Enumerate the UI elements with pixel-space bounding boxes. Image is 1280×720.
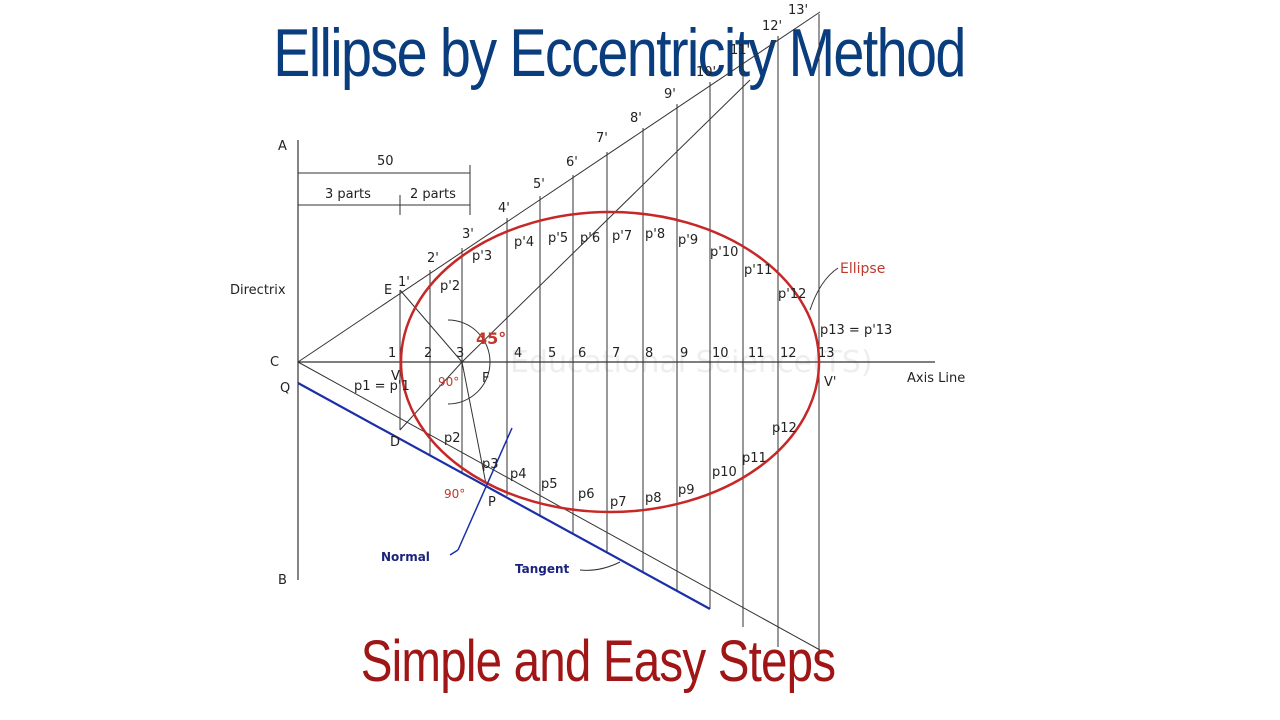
label-directrix: Directrix [230, 283, 286, 298]
upper-point-8: p'8 [645, 227, 665, 242]
axis-number-5: 5 [548, 346, 556, 361]
label-ellipse: Ellipse [840, 261, 885, 277]
line-E-F [399, 289, 463, 363]
primed-number-7: 7' [596, 131, 608, 146]
axis-number-10: 10 [712, 346, 729, 361]
ellipse-curve [399, 210, 821, 514]
lower-point-8: p8 [645, 491, 662, 506]
label-V: V [391, 369, 400, 384]
angle-45: 45° [476, 329, 506, 348]
primed-number-12: 12' [762, 19, 782, 34]
angle-90-focus: 90° [438, 375, 459, 389]
axis-number-7: 7 [612, 346, 620, 361]
tangent-pointer [579, 561, 621, 571]
axis-number-13: 13 [818, 346, 835, 361]
label-axis-line: Axis Line [907, 371, 965, 386]
lower-point-2: p2 [444, 431, 461, 446]
lower-point-3: p3 [482, 457, 499, 472]
label-p13-equal: p13 = p'13 [820, 323, 892, 338]
eccentricity-line [297, 11, 821, 363]
label-C: C [270, 355, 279, 370]
label-E: E [384, 283, 392, 298]
upper-point-3: p'3 [472, 249, 492, 264]
label-F: F [482, 371, 489, 386]
primed-number-5: 5' [533, 177, 545, 192]
primed-number-9: 9' [664, 87, 676, 102]
division-lines [429, 14, 820, 660]
label-V-prime: V' [824, 375, 836, 390]
upper-point-5: p'5 [548, 231, 568, 246]
lower-point-4: p4 [510, 467, 527, 482]
axis-number-12: 12 [780, 346, 797, 361]
arc-V [447, 319, 491, 405]
normal-line [457, 427, 513, 551]
lower-point-9: p9 [678, 483, 695, 498]
primed-number-3: 3' [462, 227, 474, 242]
label-tangent: Tangent [515, 562, 570, 576]
primed-number-2: 2' [427, 251, 439, 266]
upper-point-7: p'7 [612, 229, 632, 244]
primed-number-11: 11' [730, 43, 750, 58]
tangent-line [297, 382, 711, 610]
line-D-F [399, 361, 463, 431]
axis-number-4: 4 [514, 346, 522, 361]
lower-construction-line [297, 361, 821, 651]
line-45-degree [461, 79, 751, 363]
upper-point-11: p'11 [744, 263, 772, 278]
dimension-left: 3 parts [325, 187, 371, 202]
page-title: Ellipse by Eccentricity Method [273, 15, 966, 91]
upper-point-9: p'9 [678, 233, 698, 248]
lower-point-6: p6 [578, 487, 595, 502]
axis-number-11: 11 [748, 346, 765, 361]
label-P: P [488, 495, 496, 510]
upper-point-4: p'4 [514, 235, 534, 250]
normal-leader [449, 549, 459, 556]
ellipse-pointer [809, 267, 839, 311]
dimension-total: 50 [377, 154, 394, 169]
lower-point-5: p5 [541, 477, 558, 492]
axis-number-3: 3 [456, 346, 464, 361]
axis-number-8: 8 [645, 346, 653, 361]
axis-number-9: 9 [680, 346, 688, 361]
lower-point-10: p10 [712, 465, 737, 480]
primed-number-13: 13' [788, 3, 808, 18]
lower-point-12: p12 [772, 421, 797, 436]
primed-number-6: 6' [566, 155, 578, 170]
lower-point-11: p11 [742, 451, 767, 466]
axis-number-1: 1 [388, 346, 396, 361]
label-B: B [278, 573, 287, 588]
primed-number-4: 4' [498, 201, 510, 216]
page-subtitle: Simple and Easy Steps [360, 629, 836, 694]
upper-point-10: p'10 [710, 245, 738, 260]
lower-point-7: p7 [610, 495, 627, 510]
label-Q: Q [280, 381, 290, 396]
label-normal: Normal [381, 550, 430, 564]
primed-number-10: 10' [696, 65, 716, 80]
label-p1-equal: p1 = p'1 [354, 379, 410, 394]
primed-number-1: 1' [398, 275, 410, 290]
upper-point-12: p'12 [778, 287, 806, 302]
axis-number-2: 2 [424, 346, 432, 361]
line-F-P [461, 361, 487, 485]
upper-point-2: p'2 [440, 279, 460, 294]
angle-90-point: 90° [444, 487, 465, 501]
axis-number-6: 6 [578, 346, 586, 361]
upper-point-6: p'6 [580, 231, 600, 246]
label-D: D [390, 435, 400, 450]
primed-number-8: 8' [630, 111, 642, 126]
dimension-right: 2 parts [410, 187, 456, 202]
label-A: A [278, 139, 287, 154]
